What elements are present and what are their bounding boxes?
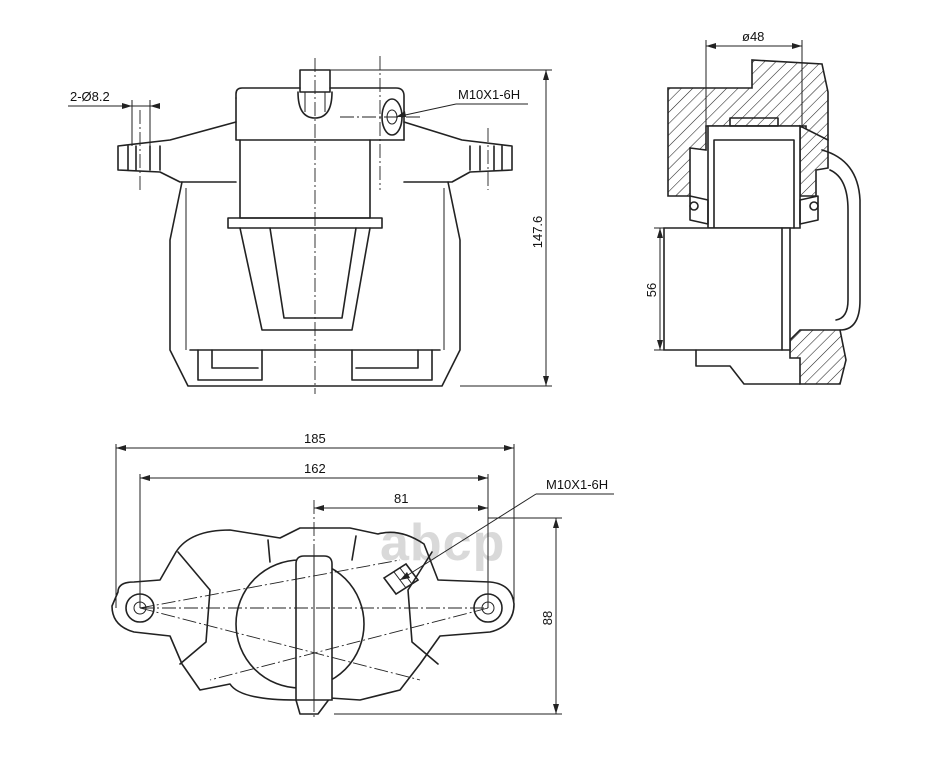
pad-height-label: 56 bbox=[644, 283, 659, 297]
height-dim-label: 147.6 bbox=[530, 216, 545, 249]
front-thread-callout: M10X1-6H bbox=[458, 87, 520, 102]
top-view: 185 162 81 88 M10X1-6H bbox=[111, 431, 614, 720]
side-section-view: ø48 56 bbox=[644, 29, 861, 385]
top-thread-callout: M10X1-6H bbox=[546, 477, 608, 492]
depth-dim-label: 88 bbox=[540, 611, 555, 625]
hole-callout-label: 2-Ø8.2 bbox=[70, 89, 110, 104]
hole-spacing-label: 162 bbox=[304, 461, 326, 476]
overall-width-label: 185 bbox=[304, 431, 326, 446]
offset-label: 81 bbox=[394, 491, 408, 506]
watermark-text: abcp bbox=[380, 514, 505, 572]
piston-dia-label: ø48 bbox=[742, 29, 764, 44]
front-view: 147.6 2-Ø8.2 M10X1-6H bbox=[68, 56, 552, 394]
